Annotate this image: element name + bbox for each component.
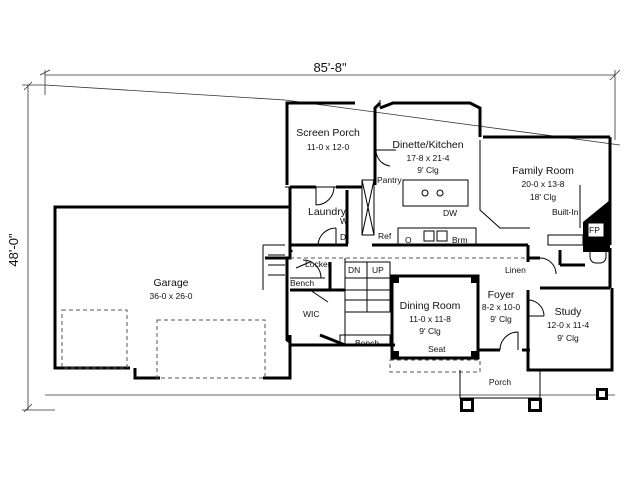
refrigerator-label: Ref (378, 231, 392, 241)
foyer-size: 8-2 x 10-0 (482, 302, 521, 312)
family-room-name: Family Room (512, 165, 574, 177)
depth-label: 48'-0" (6, 233, 21, 267)
family-room-size: 20-0 x 13-8 (522, 179, 565, 189)
down-label: DN (348, 265, 360, 275)
linen-label: Linen (505, 265, 526, 275)
porch: Porch (459, 370, 608, 412)
foyer-name: Foyer (488, 289, 515, 301)
study-ceiling: 9' Clg (557, 333, 579, 343)
garage-name: Garage (153, 277, 188, 289)
dinette-kitchen: Dinette/Kitchen 17-8 x 21-4 9' Clg Pantr… (375, 101, 610, 245)
dinette-kitchen-name: Dinette/Kitchen (392, 139, 463, 151)
dishwasher-label: DW (443, 208, 457, 218)
porch-label: Porch (489, 377, 511, 387)
oven-label: O (405, 235, 412, 245)
fireplace-label: FP (589, 225, 600, 235)
study-name: Study (555, 306, 583, 318)
bench-left-label: Bench (290, 278, 314, 288)
laundry-area: Laundry W D (288, 179, 375, 254)
built-in-label: Built-In (552, 207, 579, 217)
dining-room-name: Dining Room (400, 300, 461, 312)
garage: Garage 36-0 x 26-0 (53, 205, 292, 380)
mudroom: Locker Bench WIC (285, 258, 346, 347)
broom-closet-label: Brm (452, 235, 468, 245)
dryer-label: D (340, 232, 346, 242)
hall-walls: Linen (290, 243, 612, 290)
study: Study 12-0 x 11-4 9' Clg (526, 288, 614, 372)
washer-label: W (340, 216, 348, 226)
dining-room-size: 11-0 x 11-8 (409, 314, 451, 324)
wic-label: WIC (303, 309, 320, 319)
seat-label: Seat (428, 344, 446, 354)
dining-room-ceiling: 9' Clg (419, 326, 441, 336)
bench-bottom-label: Bench (355, 338, 379, 348)
pantry-label: Pantry (377, 175, 402, 185)
foyer-ceiling: 9' Clg (490, 314, 512, 324)
dining-room: Dining Room 11-0 x 11-8 9' Clg Seat (389, 274, 481, 373)
laundry-label: Laundry (308, 206, 347, 218)
stairs: DN UP Bench (339, 261, 395, 348)
screen-porch-name: Screen Porch (296, 127, 360, 139)
dinette-kitchen-ceiling: 9' Clg (417, 165, 439, 175)
garage-size: 36-0 x 26-0 (150, 291, 193, 301)
foyer: Foyer 8-2 x 10-0 9' Clg (478, 289, 530, 352)
family-room-ceiling: 18' Clg (530, 192, 556, 202)
dinette-kitchen-size: 17-8 x 21-4 (407, 153, 450, 163)
depth-dimension: 48'-0" (6, 81, 55, 413)
screen-porch: Screen Porch 11-0 x 12-0 (285, 100, 382, 188)
up-label: UP (372, 265, 384, 275)
width-label: 85'-8" (313, 60, 347, 75)
study-size: 12-0 x 11-4 (547, 320, 590, 330)
screen-porch-size: 11-0 x 12-0 (307, 142, 350, 152)
locker-label: Locker (305, 259, 331, 269)
family-room: Family Room 20-0 x 13-8 18' Clg Built-In… (479, 137, 612, 252)
width-dimension: 85'-8" (39, 60, 621, 140)
